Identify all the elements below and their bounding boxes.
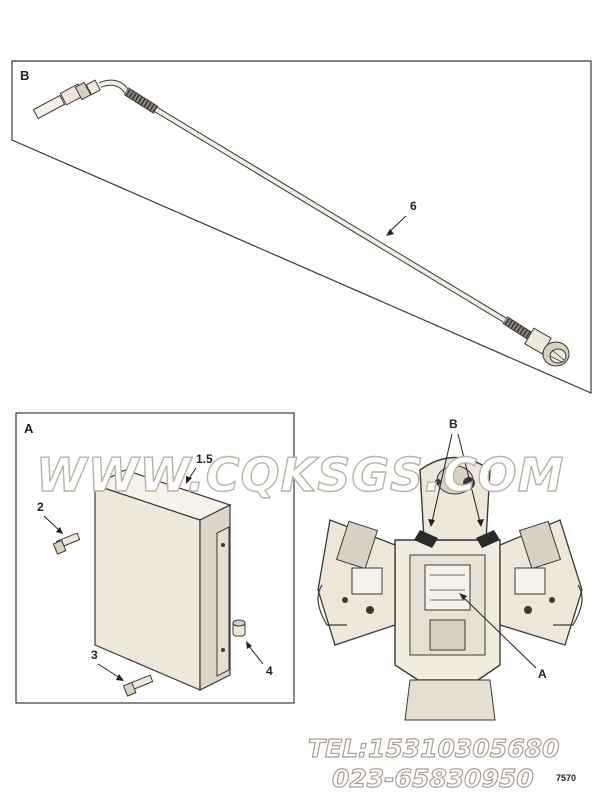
callout-b-engine: B [428, 417, 484, 527]
panel-a: A 1.5 [15, 412, 295, 704]
svg-text:A: A [538, 667, 547, 681]
callout-a-engine: A [459, 593, 547, 681]
svg-text:2: 2 [37, 500, 44, 514]
bolt-2 [52, 532, 81, 555]
control-module [93, 469, 232, 691]
bolt-3 [122, 674, 154, 697]
svg-text:4: 4 [266, 664, 273, 678]
engine-block [317, 456, 583, 721]
panel-b-label: B [20, 68, 29, 83]
svg-text:B: B [449, 417, 458, 431]
upper-fitting [32, 79, 101, 120]
nut-4 [232, 619, 246, 637]
svg-text:1.5: 1.5 [196, 452, 213, 466]
panel-b: B [11, 60, 592, 394]
callout-6: 6 [386, 199, 417, 236]
contact-tel: TEL:15310305680 [308, 734, 559, 763]
engine-view: B A 7570 [317, 417, 583, 783]
svg-text:6: 6 [410, 199, 417, 213]
tube-assembly [32, 79, 570, 367]
callout-4: 4 [246, 641, 273, 678]
contact-phone: 023-65830950 [332, 764, 534, 793]
engine-corner-code: 7570 [556, 773, 576, 783]
svg-text:3: 3 [91, 648, 98, 662]
watermark-text: WWW.CQKSGS.COM [36, 448, 564, 502]
callout-1-5: 1.5 [186, 452, 213, 484]
lower-connector [524, 327, 570, 367]
panel-b-frame [11, 60, 592, 394]
callout-3: 3 [91, 648, 124, 681]
callout-2: 2 [37, 500, 63, 534]
panel-a-label: A [24, 421, 34, 436]
